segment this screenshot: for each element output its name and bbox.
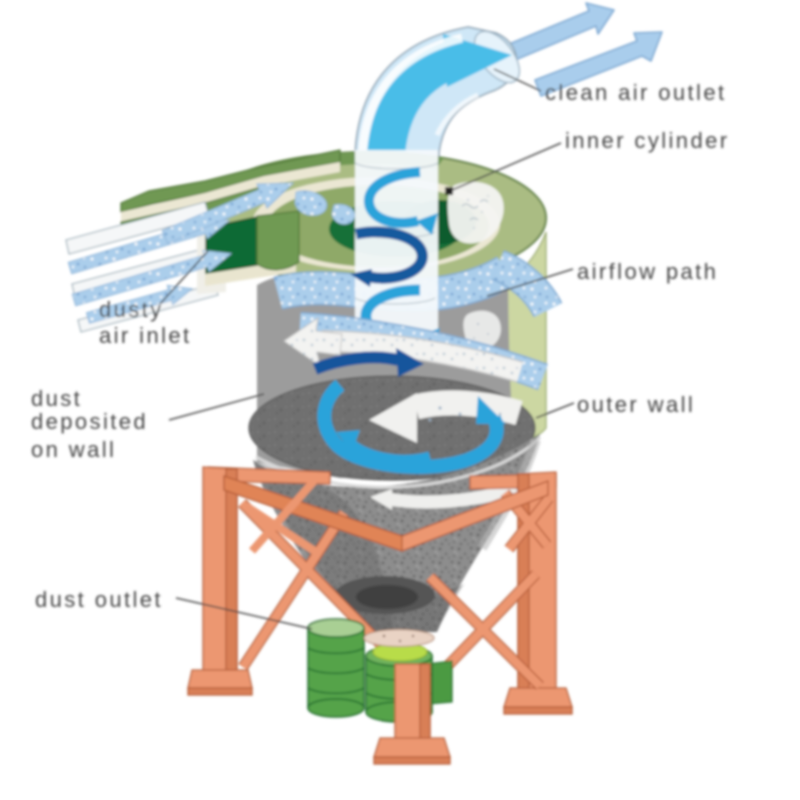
svg-text:deposited: deposited	[31, 409, 148, 434]
svg-text:dust: dust	[31, 386, 82, 411]
svg-text:on wall: on wall	[31, 437, 116, 462]
svg-text:air inlet: air inlet	[99, 323, 192, 348]
svg-text:airflow path: airflow path	[577, 259, 718, 284]
svg-text:dust outlet: dust outlet	[35, 587, 163, 612]
svg-text:clean air outlet: clean air outlet	[545, 80, 727, 105]
svg-text:outer wall: outer wall	[577, 392, 695, 417]
svg-text:dusty: dusty	[99, 297, 164, 322]
svg-text:inner cylinder: inner cylinder	[565, 128, 729, 153]
